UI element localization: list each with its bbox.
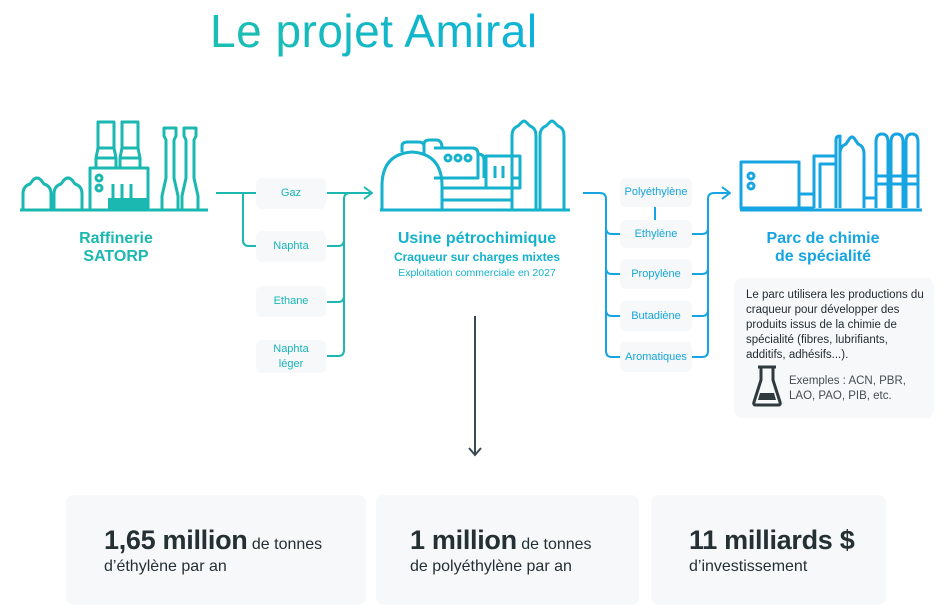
product-polyethylene: Polyéthylène bbox=[620, 178, 692, 207]
specialty-park-label-line1: Parc de chimie bbox=[766, 230, 880, 247]
flask-icon bbox=[752, 365, 782, 407]
page-title: Le projet Amiral bbox=[210, 5, 538, 57]
product-label: Aromatiques bbox=[625, 350, 687, 363]
stat-description: d’investissement bbox=[689, 557, 808, 575]
feedstock-naphta-leger: Naphta léger bbox=[256, 340, 326, 373]
stat-big-value: 11 milliards $ bbox=[689, 524, 855, 555]
plant-subtitle: Craqueur sur charges mixtes bbox=[393, 250, 561, 265]
feedstock-ethane: Ethane bbox=[256, 286, 326, 317]
plant-note: Exploitation commerciale en 2027 bbox=[398, 267, 556, 280]
stat-description: d’éthylène par an bbox=[104, 557, 227, 575]
feedstock-label: Gaz bbox=[280, 187, 302, 200]
plant-label: Usine pétrochimique bbox=[397, 230, 557, 247]
feedstock-label: Naphta bbox=[273, 240, 309, 253]
specialty-chemistry-park-icon bbox=[739, 132, 922, 212]
product-label: Propylène bbox=[631, 267, 681, 280]
examples-line2: LAO, PAO, PIB, etc. bbox=[789, 389, 892, 402]
stat-polyethylene: 1 million de tonnes de polyéthylène par … bbox=[376, 495, 639, 605]
stat-ethylene: 1,65 million de tonnes d’éthylène par an bbox=[66, 495, 366, 605]
stat-big-value: 1 million bbox=[410, 524, 517, 555]
product-ethylene: Ethylène bbox=[620, 220, 692, 248]
refinery-label-line1: Raffinerie bbox=[79, 230, 153, 247]
refinery-factory-icon bbox=[20, 120, 208, 212]
feedstock-naphta: Naphta bbox=[256, 231, 326, 262]
feedstock-label-line2: léger bbox=[278, 357, 304, 370]
specialty-park-label: Parc de chimie de spécialité bbox=[748, 230, 898, 267]
refinery-label-line2: SATORP bbox=[83, 248, 149, 266]
feedstock-label-line1: Naphta bbox=[273, 342, 309, 355]
specialty-park-examples: Exemples : ACN, PBR, LAO, PAO, PIB, etc. bbox=[789, 374, 906, 404]
stat-description: de polyéthylène par an bbox=[410, 557, 572, 575]
feedstock-label: Ethane bbox=[273, 295, 309, 308]
product-label: Butadiène bbox=[631, 309, 681, 322]
specialty-park-label-line2: de spécialité bbox=[774, 248, 872, 266]
product-aromatiques: Aromatiques bbox=[620, 342, 692, 372]
product-propylene: Propylène bbox=[620, 259, 692, 289]
refinery-label: Raffinerie SATORP bbox=[60, 230, 172, 267]
specialty-park-info-box: Le parc utilisera les productions du cra… bbox=[734, 278, 934, 418]
product-label: Polyéthylène bbox=[624, 186, 688, 199]
product-butadiene: Butadiène bbox=[620, 301, 692, 331]
stat-big-value: 1,65 million bbox=[104, 524, 248, 555]
petrochemical-plant-icon bbox=[380, 119, 570, 212]
stat-investment: 11 milliards $ d’investissement bbox=[651, 495, 886, 605]
examples-line1: Exemples : ACN, PBR, bbox=[789, 375, 906, 387]
stat-unit: de tonnes bbox=[247, 535, 323, 553]
specialty-park-description: Le parc utilisera les productions du cra… bbox=[746, 289, 924, 361]
product-label: Ethylène bbox=[634, 227, 678, 240]
plant-label-group: Usine pétrochimique Craqueur sur charges… bbox=[372, 230, 582, 279]
feedstock-gaz: Gaz bbox=[256, 178, 326, 209]
stat-unit: de tonnes bbox=[516, 535, 592, 553]
